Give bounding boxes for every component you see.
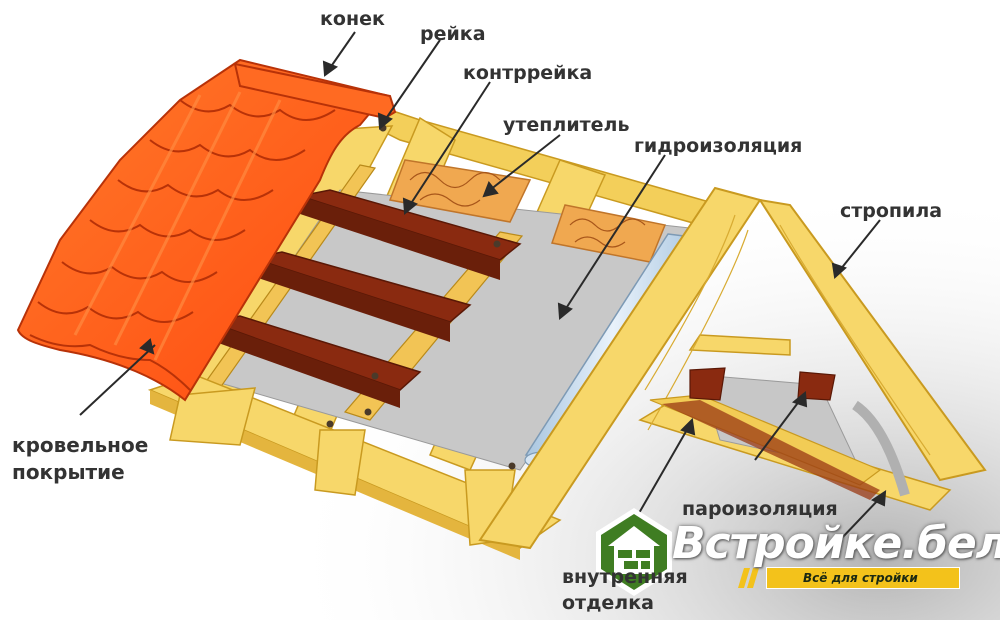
label-roof-covering-line1: кровельное (12, 433, 149, 457)
inner-batten-1 (689, 367, 726, 401)
label-insulation: утеплитель (503, 114, 630, 136)
logo-stripes (738, 568, 759, 588)
inner-batten-long (662, 400, 880, 500)
label-counter-batten: контррейка (463, 62, 593, 84)
label-roof-covering-line2: покрытие (12, 460, 125, 484)
label-ridge: конек (320, 8, 385, 30)
inner-batten-2 (797, 371, 836, 401)
label-inner-finish-line1: внутренняя (562, 566, 688, 588)
house-bricks-icon (596, 508, 672, 596)
rafter-foot-2 (314, 429, 366, 496)
label-inner-finish-line2: отделка (562, 592, 654, 614)
label-batten: рейка (420, 23, 486, 45)
ridge-cap (233, 62, 397, 120)
battens (207, 189, 522, 408)
label-rafters: стропила (840, 200, 943, 222)
roof-tile-covering (16, 58, 397, 402)
label-waterproofing: гидроизоляция (634, 135, 803, 157)
logo-tagline-bar: Всё для стройки (766, 567, 960, 589)
insulation-blocks (388, 159, 667, 263)
label-vapour-barrier: пароизоляция (682, 498, 838, 520)
vapour-barrier-roll (852, 400, 910, 497)
logo-tagline: Всё для стройки (803, 571, 918, 585)
rafter-foot-1 (169, 387, 256, 446)
logo-brand-name: Встройке.бел (672, 518, 1000, 569)
